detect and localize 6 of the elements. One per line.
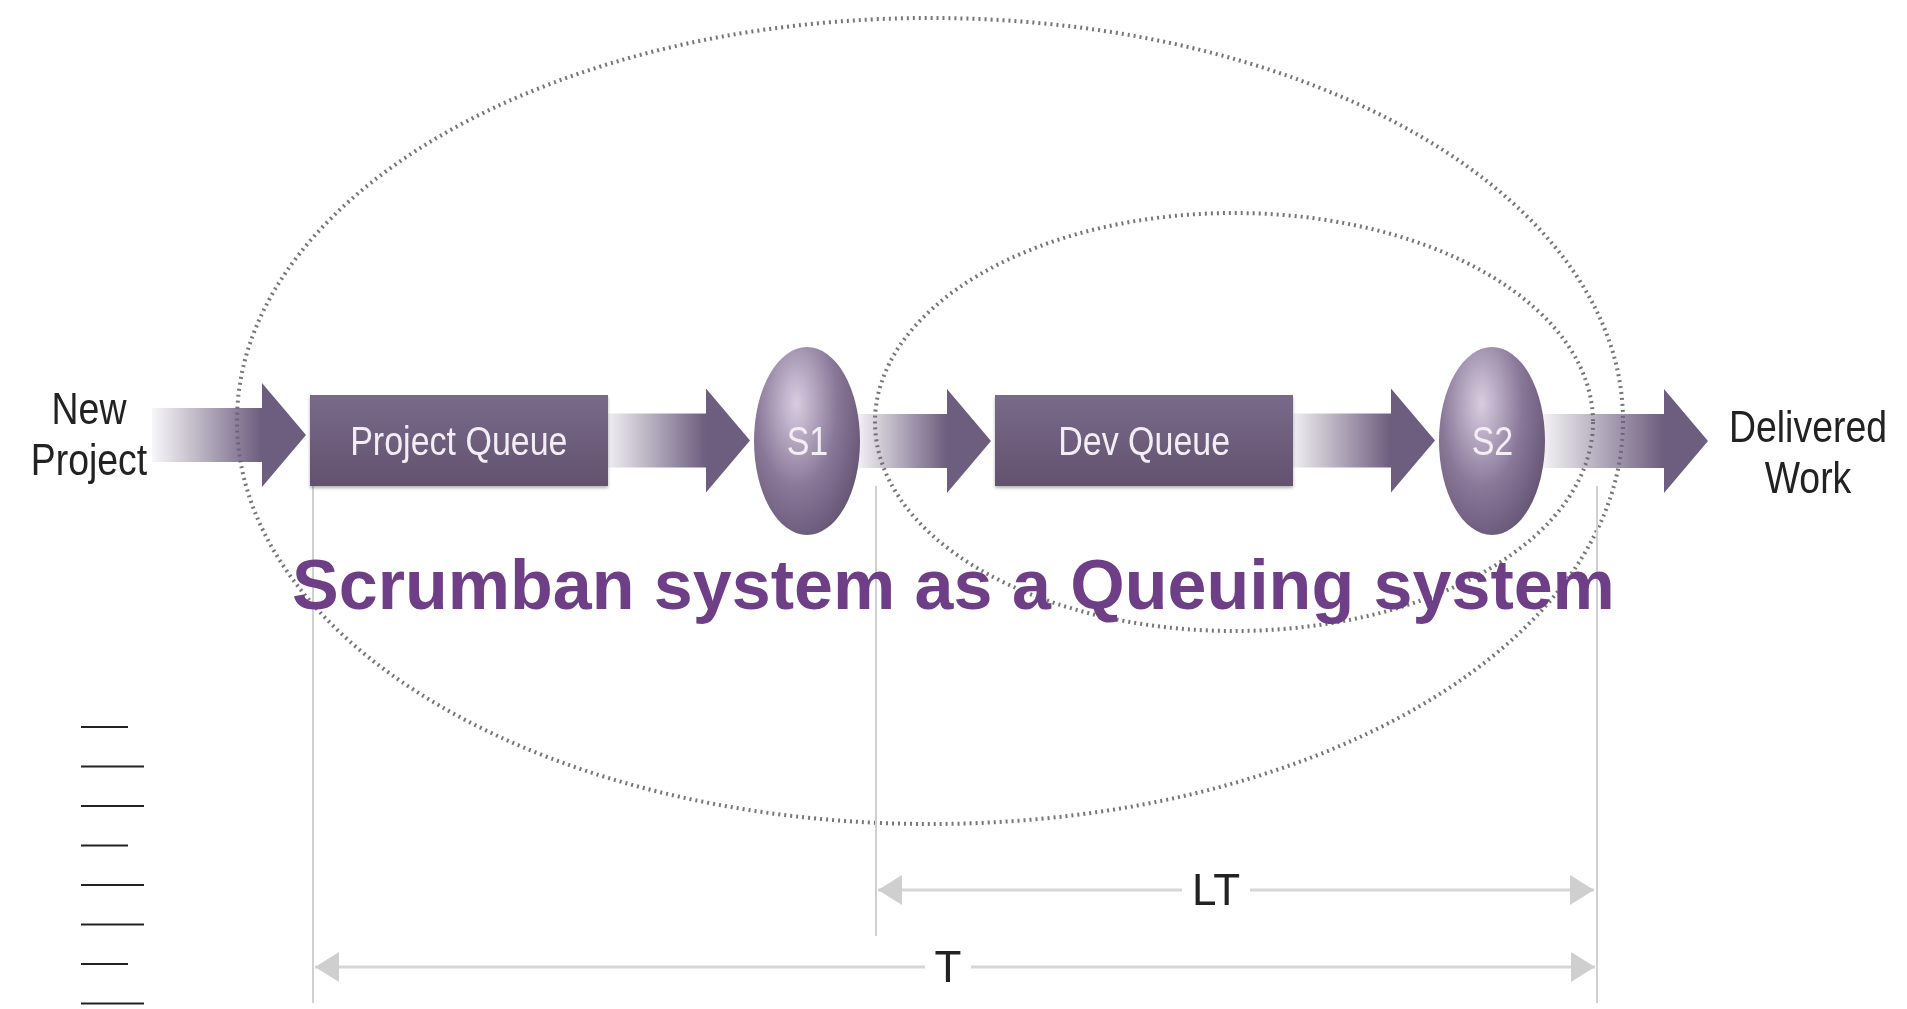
- endpoint-label: New Project: [14, 368, 164, 502]
- queue-box: Project Queue: [310, 395, 608, 486]
- service-circle: S1: [754, 347, 860, 535]
- endpoint-label: Delivered Work: [1712, 380, 1904, 525]
- queue-box: Dev Queue: [995, 395, 1293, 486]
- service-circle: S2: [1439, 347, 1545, 535]
